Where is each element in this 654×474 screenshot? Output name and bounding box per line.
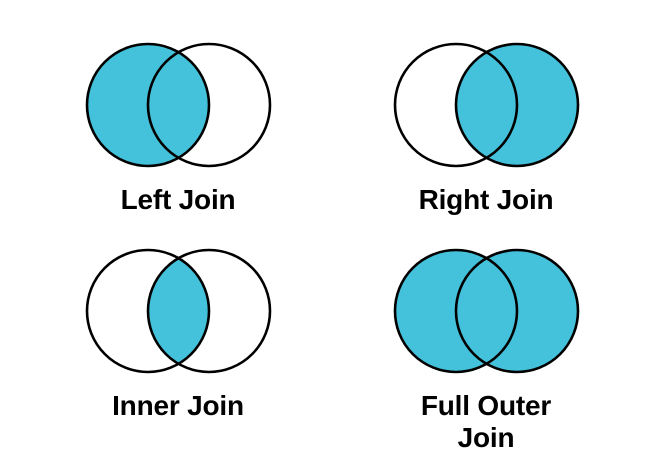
full-outer-join-left-circle-outline bbox=[393, 248, 519, 374]
right-join-label: Right Join bbox=[418, 184, 554, 215]
inner-join-label: Inner Join bbox=[112, 390, 244, 421]
left-join-left-circle-outline bbox=[85, 42, 211, 168]
full-outer-join-right-circle-outline bbox=[454, 248, 580, 374]
inner-join-right-circle-outline bbox=[146, 248, 272, 374]
inner-join-venn-svg bbox=[85, 248, 272, 374]
inner-join-intersection bbox=[148, 250, 209, 372]
left-join-label: Left Join bbox=[120, 184, 236, 215]
right-join-intersection bbox=[456, 44, 517, 166]
inner-join-left-circle-outline bbox=[85, 248, 211, 374]
right-join-right-circle-outline bbox=[454, 42, 580, 168]
full-outer-join-label: Full Outer Join bbox=[420, 390, 552, 454]
diagram-left-join: Left Join bbox=[63, 40, 293, 216]
right-join-left-circle-outline bbox=[393, 42, 519, 168]
full-outer-join-venn-svg bbox=[393, 248, 580, 374]
diagram-right-join: Right Join bbox=[371, 40, 601, 216]
left-join-intersection bbox=[148, 44, 209, 166]
left-join-right-circle-outline bbox=[146, 42, 272, 168]
diagram-inner-join: Inner Join bbox=[63, 246, 293, 422]
left-join-venn-svg bbox=[85, 42, 272, 168]
diagram-full-outer-join: Full Outer Join bbox=[371, 246, 601, 455]
right-join-venn-svg bbox=[393, 42, 580, 168]
